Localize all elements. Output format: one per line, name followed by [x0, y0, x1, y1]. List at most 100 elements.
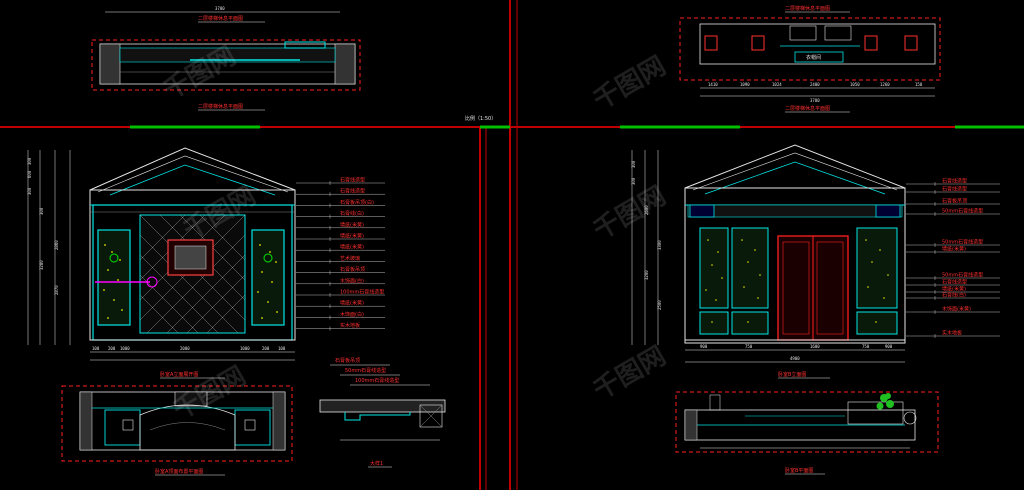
- callout-label: 木饰面(白): [340, 311, 364, 318]
- callout-label: 墙纸(米黄): [942, 286, 966, 293]
- vdim-label: 300: [27, 187, 32, 195]
- caption: 卧室B平面图: [785, 467, 813, 474]
- caption-top: 二层楼梯休息平面图: [785, 5, 830, 12]
- plan-top-right: 二层楼梯休息平面图 衣帽间 1410 1090 1024 2400 1050 1…: [679, 5, 941, 113]
- watermark-2: 千图网: [589, 51, 672, 116]
- panel-1: [699, 227, 729, 309]
- vdim-label: 300: [631, 160, 636, 168]
- caption: 卧室A立面展开图: [160, 371, 198, 378]
- callout-label: 艺术玻璃: [340, 255, 360, 262]
- callout-label: 石膏板吊顶: [942, 198, 967, 205]
- dim-total-label: 3780: [215, 6, 225, 11]
- vdim-label: 2600: [644, 205, 649, 215]
- hdim-label: 200: [108, 346, 116, 351]
- caption: 卧室B立面图: [778, 371, 806, 378]
- callout-label: 石膏线造型: [942, 178, 967, 185]
- vdim-label: 2860: [54, 240, 59, 250]
- callout-label: 墙纸(米黄): [340, 233, 364, 240]
- dim-2: 1024: [772, 82, 782, 87]
- panel-5b: [856, 311, 898, 335]
- panel-5: [856, 227, 898, 309]
- callout-label: 50mm石膏线造型: [942, 239, 983, 246]
- caption-bottom: 二层楼梯休息平面图: [785, 105, 830, 112]
- watermark-4: 千图网: [589, 181, 672, 246]
- callout-label: 石膏线造型: [942, 186, 967, 193]
- note-0: 石膏板吊顶: [335, 357, 360, 364]
- panel-1b: [699, 311, 729, 335]
- dim-6: 150: [915, 82, 923, 87]
- center-scale-note: 比例（1:50）: [465, 115, 496, 122]
- callout-label: 石膏线造型: [942, 279, 967, 286]
- hdim-label: 1000: [120, 346, 130, 351]
- caption-bottom: 二层楼梯休息平面图: [198, 103, 243, 110]
- dim-total: 3780: [810, 98, 820, 103]
- watermark-6: 千图网: [589, 341, 672, 406]
- vdim-label: 300: [631, 177, 636, 185]
- hdim-label: 900: [885, 344, 893, 349]
- hdim-label: 100: [92, 346, 100, 351]
- elevation-right: 300 300 2600 3300 3200 2500: [631, 144, 1000, 379]
- plan-bottom-left: 卧室A顶面布置平面图: [61, 385, 293, 476]
- sconce-right: [263, 253, 273, 263]
- hdim-label: 1000: [240, 346, 250, 351]
- dim-0: 1410: [708, 82, 718, 87]
- callout-label: 墙纸(米黄): [340, 244, 364, 251]
- glass-panel-right: [251, 229, 285, 326]
- callout-label: 石膏线造型: [340, 188, 365, 195]
- callout-label: 石膏线(白): [942, 292, 966, 299]
- glass-panel-left: [97, 229, 131, 326]
- vdim-label: 2870: [54, 285, 59, 295]
- callout-label: 墙纸(米黄): [942, 246, 966, 253]
- caption: 大样1: [370, 460, 383, 467]
- panel-2: [731, 227, 769, 309]
- vdim-label: 3280: [39, 260, 44, 270]
- panel-2b: [731, 311, 769, 335]
- vdim-label: 300: [27, 157, 32, 165]
- hdim-label: 900: [700, 344, 708, 349]
- sconce-left: [109, 253, 119, 263]
- callout-label: 石膏板吊顶: [340, 266, 365, 273]
- dim-1: 1090: [740, 82, 750, 87]
- callout-label: 石膏线(白): [340, 210, 364, 217]
- plan-bottom-right: 卧室B平面图: [675, 391, 939, 475]
- vdim-label: 300: [39, 207, 44, 215]
- hdim-label: 1600: [810, 344, 820, 349]
- callout-label: 50mm石膏线造型: [942, 208, 983, 215]
- hdim-label: 750: [862, 344, 870, 349]
- callout-label: 实木地板: [942, 330, 962, 337]
- vdim-label: 2500: [657, 300, 662, 310]
- callout-label: 100mm石膏线造型: [340, 289, 384, 296]
- note-2: 100mm石膏线造型: [355, 377, 399, 384]
- caption-top: 二层楼梯休息平面图: [198, 15, 243, 22]
- callout-label: 木饰面(米黄): [942, 306, 971, 313]
- hdim-label: 100: [278, 346, 286, 351]
- callout-label: 石膏板吊顶(白): [340, 199, 374, 206]
- hdim-label: 200: [262, 346, 270, 351]
- callout-label: 墙纸(米黄): [340, 300, 364, 307]
- vdim-label: 3300: [657, 240, 662, 250]
- hdim-label: 2000: [180, 346, 190, 351]
- watermark-5: 千图网: [169, 361, 252, 426]
- elevation-left: 300 600 300 300 2860 3280 2870: [27, 147, 385, 379]
- hdim-label: 750: [745, 344, 753, 349]
- vdim-label: 600: [27, 170, 32, 178]
- room-label: 衣帽间: [806, 54, 821, 61]
- callout-label: 墙纸(米黄): [340, 221, 364, 228]
- section-detail: 石膏板吊顶 50mm石膏线造型 100mm石膏线造型 大样1: [319, 357, 446, 468]
- dim-5: 1260: [880, 82, 890, 87]
- caption: 卧室A顶面布置平面图: [155, 468, 203, 475]
- dim-3: 2400: [810, 82, 820, 87]
- callout-label: 石膏线造型: [340, 177, 365, 184]
- callout-label: 50mm石膏线造型: [942, 272, 983, 279]
- plan-top-left: 3780 二层楼梯休息平面图 二层楼梯休息平面图: [91, 6, 361, 111]
- note-1: 50mm石膏线造型: [345, 367, 386, 374]
- dim-4: 1050: [850, 82, 860, 87]
- callout-label: 木饰面(白): [340, 277, 364, 284]
- plant-icon: [876, 393, 894, 410]
- callout-label: 实木地板: [340, 322, 360, 329]
- vdim-label: 3200: [644, 270, 649, 280]
- dim-total: 4900: [790, 356, 800, 361]
